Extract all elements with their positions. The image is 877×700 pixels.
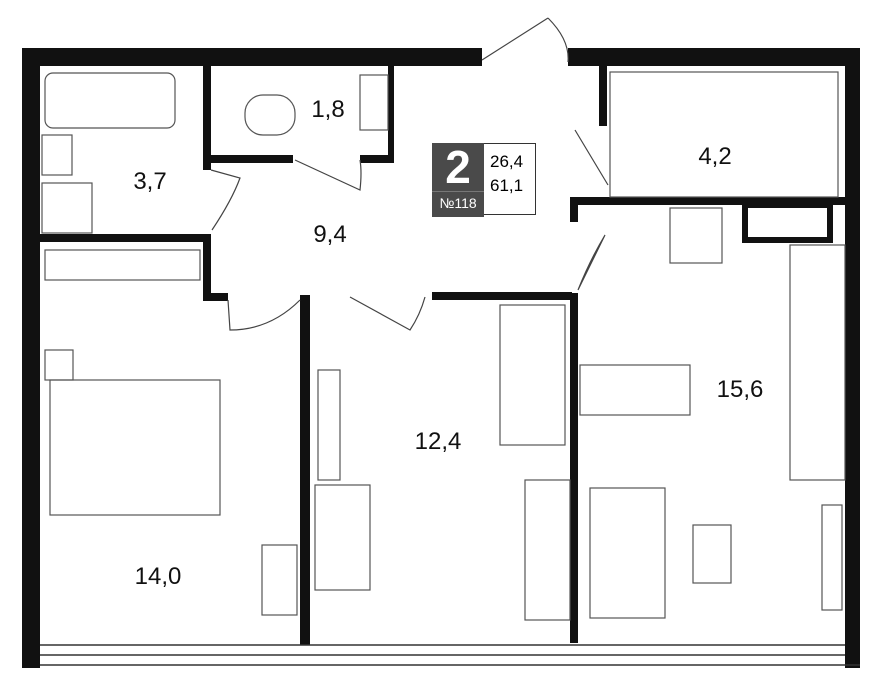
living-area: 26,4 [490, 152, 524, 171]
room-area-bathroom: 3,7 [133, 168, 167, 195]
desk [261, 544, 298, 616]
cooktop-hood [669, 207, 723, 264]
sink [41, 134, 73, 176]
sofa [589, 487, 666, 619]
bed [49, 379, 221, 516]
desk-2 [314, 484, 371, 591]
nightstand [44, 349, 74, 381]
dining-table [579, 364, 691, 416]
doors [210, 17, 609, 331]
room-area-wardrobe: 4,2 [698, 143, 732, 170]
windows [40, 644, 860, 666]
apartment-badge: 2 №118 26,4 61,1 [432, 143, 536, 217]
walls [22, 48, 860, 668]
furniture [41, 71, 846, 621]
radiator [524, 479, 571, 621]
room-area-kitchen: 15,6 [716, 376, 764, 403]
toilet [244, 94, 296, 136]
room-area-toilet: 1,8 [311, 96, 345, 123]
apartment-number: №118 [432, 191, 484, 214]
area-box: 26,4 61,1 [484, 143, 536, 215]
washing-machine [41, 182, 93, 234]
kitchen-counter [789, 244, 846, 481]
coffee-table [692, 524, 732, 584]
tv [821, 504, 843, 611]
rooms-count: 2 [445, 141, 471, 193]
wardrobe-shelves [609, 71, 839, 198]
room-area-bedroom: 14,0 [134, 563, 182, 590]
bathtub [44, 72, 176, 129]
wardrobe-rail [44, 249, 201, 281]
wc-sink [359, 74, 389, 131]
total-area: 61,1 [490, 176, 524, 195]
bookshelf [317, 369, 341, 481]
room-area-hallway: 9,4 [313, 221, 347, 248]
bed-2 [499, 304, 566, 446]
room-area-room: 12,4 [414, 428, 462, 455]
rooms-badge: 2 №118 [432, 143, 484, 217]
